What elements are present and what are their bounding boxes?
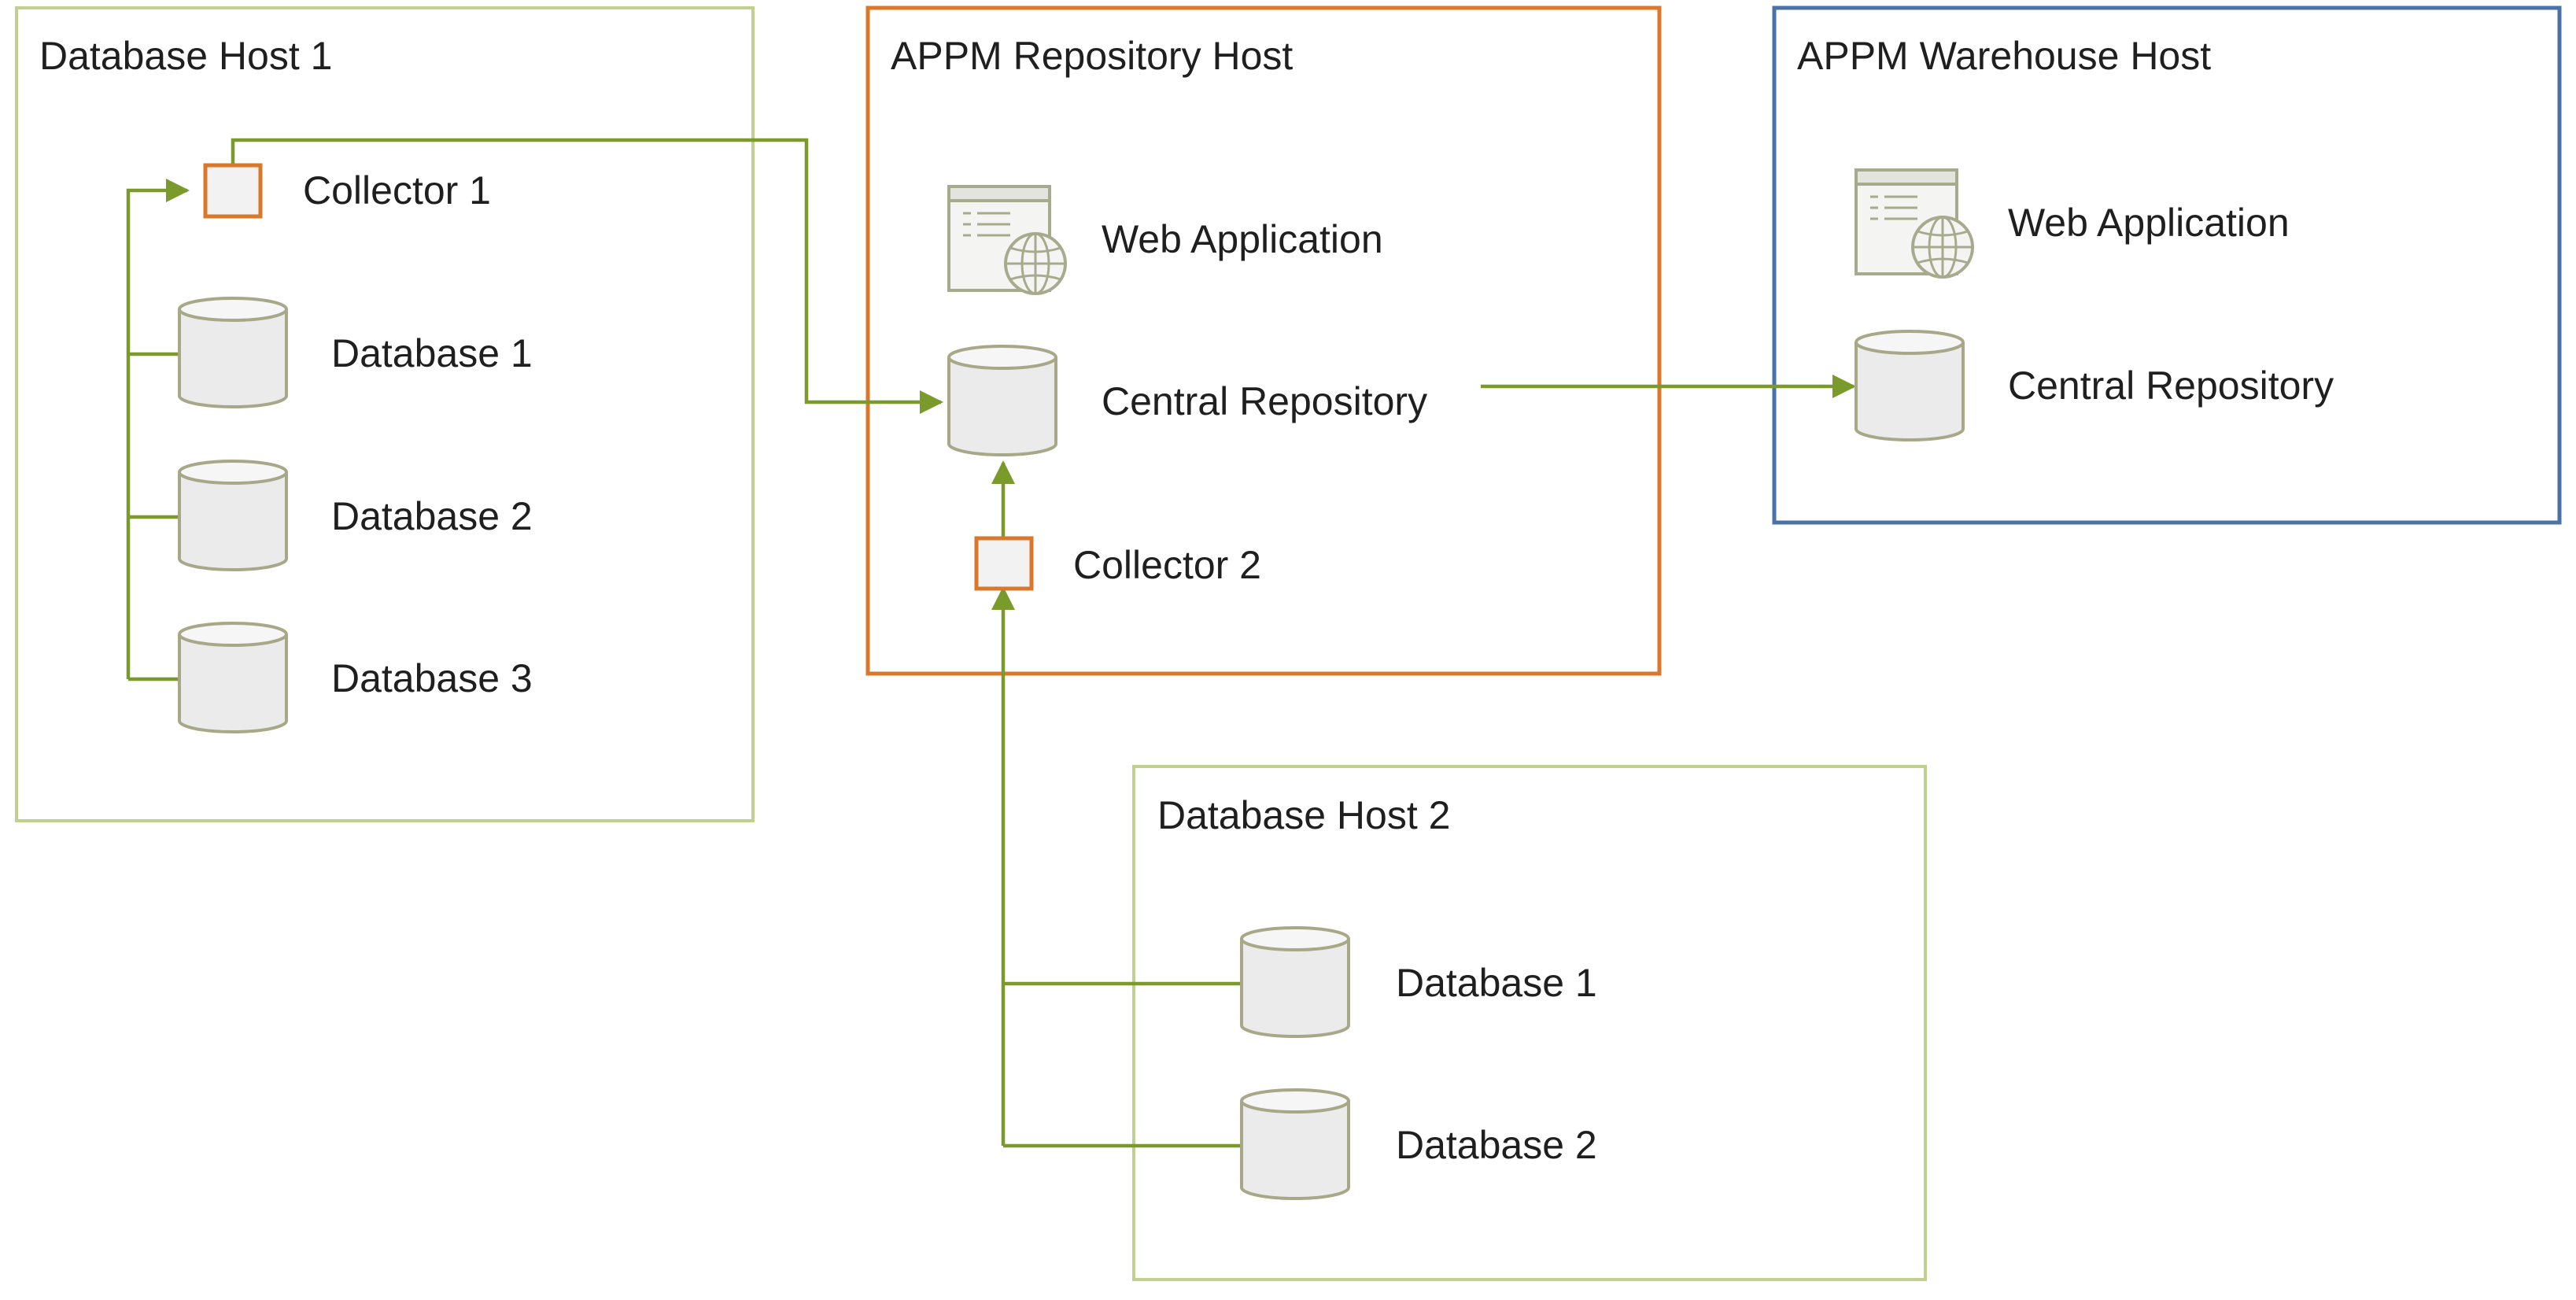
- warehouse-central-repository-label: Central Repository: [2008, 364, 2334, 408]
- warehouse-host-title: APPM Warehouse Host: [1797, 34, 2211, 78]
- db-host-2-database-2-label: Database 2: [1396, 1123, 1597, 1167]
- db-host-1-database-3-label: Database 3: [331, 656, 533, 700]
- database-icon: [947, 345, 1057, 456]
- database-icon: [178, 460, 288, 571]
- collector-1-icon: [203, 163, 263, 219]
- repo-web-application-label: Web Application: [1102, 217, 1383, 261]
- warehouse-web-application-label: Web Application: [2008, 201, 2290, 245]
- db-host-1-database-1-label: Database 1: [331, 331, 533, 375]
- db-host-2-database-1-label: Database 1: [1396, 961, 1597, 1005]
- db-host-2-title: Database Host 2: [1157, 793, 1450, 837]
- database-icon: [178, 297, 288, 408]
- repo-central-repository-label: Central Repository: [1102, 379, 1427, 423]
- db-host-1-title: Database Host 1: [39, 34, 332, 78]
- web-application-icon: [947, 185, 1067, 295]
- db-host-1-database-2-label: Database 2: [331, 494, 533, 538]
- database-icon: [1240, 1088, 1350, 1200]
- web-application-icon: [1854, 168, 1974, 279]
- collector-1-label: Collector 1: [303, 168, 491, 212]
- db-host-1-box: [15, 6, 755, 822]
- repo-host-title: APPM Repository Host: [891, 34, 1293, 78]
- collector-2-icon: [974, 536, 1034, 591]
- database-icon: [1854, 330, 1965, 441]
- collector-2-label: Collector 2: [1073, 543, 1261, 587]
- flow-collector-1-to-central-repository: [231, 138, 943, 414]
- database-icon: [1240, 926, 1350, 1038]
- database-icon: [178, 622, 288, 733]
